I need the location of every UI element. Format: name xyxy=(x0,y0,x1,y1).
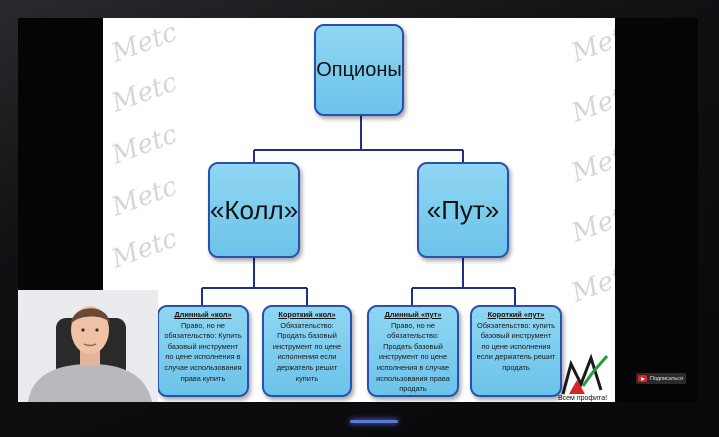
leaf-title: Короткий «кол» xyxy=(278,310,336,319)
presenter-video xyxy=(18,290,158,402)
leaf-text: Право, но не обязательство: Продать базо… xyxy=(376,320,450,394)
leaf-long-call: Длинный «кол» Право, но не обязательство… xyxy=(157,305,249,397)
power-led xyxy=(350,420,398,423)
brand-logo-icon xyxy=(561,353,609,395)
leaf-title: Короткий «пут» xyxy=(487,310,545,319)
node-put-label: «Пут» xyxy=(426,194,500,225)
node-put: «Пут» xyxy=(417,162,509,258)
youtube-icon xyxy=(638,375,647,382)
node-root: Опционы xyxy=(314,24,404,116)
leaf-text: Право, но не обязательство: Купить базов… xyxy=(164,320,242,383)
node-root-label: Опционы xyxy=(316,58,402,81)
leaf-long-put: Длинный «пут» Право, но не обязательство… xyxy=(367,305,459,397)
leaf-text: Обязательство: купить базовый инструмент… xyxy=(476,320,556,372)
subscribe-button[interactable]: Подписаться xyxy=(636,373,686,384)
node-call-label: «Колл» xyxy=(209,194,299,225)
brand-logo-text: Всем профита! xyxy=(558,395,608,402)
node-call: «Колл» xyxy=(208,162,300,258)
leaf-short-call: Короткий «кол» Обязательство: Продать ба… xyxy=(262,305,352,397)
leaf-short-put: Короткий «пут» Обязательство: купить баз… xyxy=(470,305,562,397)
leaf-title: Длинный «пут» xyxy=(384,310,442,319)
leaf-text: Обязательство: Продать базовый инструмен… xyxy=(272,320,342,383)
leaf-title: Длинный «кол» xyxy=(174,310,232,319)
subscribe-label: Подписаться xyxy=(650,375,683,382)
